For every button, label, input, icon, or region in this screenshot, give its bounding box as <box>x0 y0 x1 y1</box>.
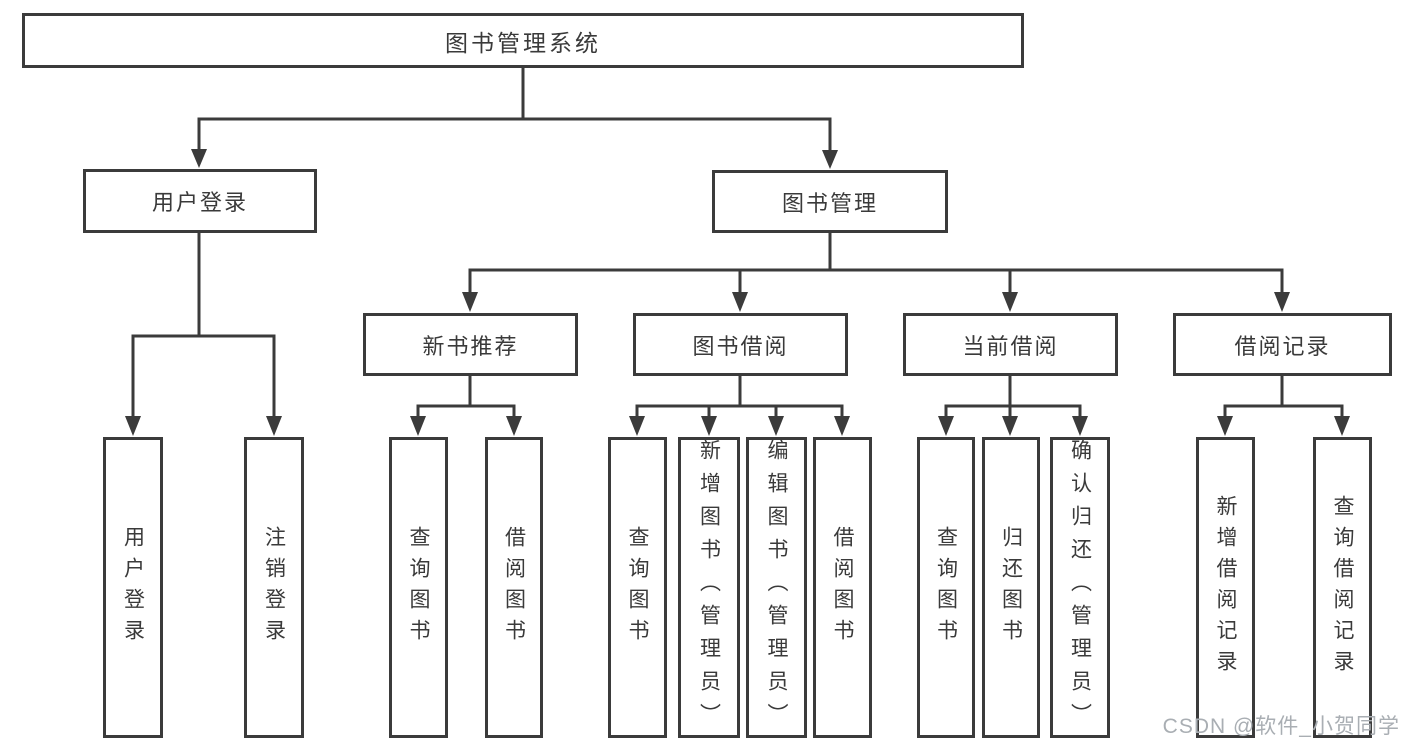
leaf-query-books-3-label: 查询图书 <box>934 525 958 650</box>
leaf-query-books-1-label: 查询图书 <box>407 525 430 650</box>
leaf-logout: 注销登录 <box>244 437 304 738</box>
node-new-book-recommend-label: 新书推荐 <box>422 333 519 359</box>
leaf-query-books-3: 查询图书 <box>917 437 975 738</box>
leaf-return-books: 归还图书 <box>982 437 1040 738</box>
leaf-add-book-admin: 新增图书（管理员） <box>678 437 740 738</box>
node-book-management-label: 图书管理 <box>781 190 878 216</box>
leaf-query-books-2: 查询图书 <box>608 437 667 738</box>
leaf-borrow-books-1-label: 借阅图书 <box>502 525 526 650</box>
node-user-login: 用户登录 <box>83 169 317 233</box>
leaf-confirm-return-admin-label: 确认归还（管理员） <box>1068 439 1092 736</box>
leaf-borrow-books-2-label: 借阅图书 <box>831 525 854 650</box>
leaf-query-borrow-record-label: 查询借阅记录 <box>1331 494 1354 681</box>
leaf-add-book-admin-label: 新增图书（管理员） <box>697 439 721 736</box>
node-borrowing-records: 借阅记录 <box>1173 313 1392 376</box>
leaf-user-login: 用户登录 <box>103 437 163 738</box>
leaf-add-borrow-record-label: 新增借阅记录 <box>1214 494 1237 681</box>
leaf-borrow-books-1: 借阅图书 <box>485 437 543 738</box>
node-current-borrowing: 当前借阅 <box>903 313 1118 376</box>
leaf-query-books-2-label: 查询图书 <box>626 525 649 650</box>
leaf-edit-book-admin: 编辑图书（管理员） <box>746 437 807 738</box>
node-current-borrowing-label: 当前借阅 <box>962 333 1059 359</box>
leaf-query-books-1: 查询图书 <box>389 437 448 738</box>
leaf-edit-book-admin-label: 编辑图书（管理员） <box>765 439 788 736</box>
node-borrowing-records-label: 借阅记录 <box>1234 333 1331 359</box>
leaf-borrow-books-2: 借阅图书 <box>813 437 872 738</box>
leaf-confirm-return-admin: 确认归还（管理员） <box>1050 437 1110 738</box>
leaf-return-books-label: 归还图书 <box>999 525 1023 650</box>
leaf-add-borrow-record: 新增借阅记录 <box>1196 437 1255 738</box>
arrowheads <box>125 149 1350 436</box>
leaf-user-login-label: 用户登录 <box>121 525 145 650</box>
node-book-borrowing-label: 图书借阅 <box>692 333 789 359</box>
node-user-login-label: 用户登录 <box>151 190 248 215</box>
leaf-logout-label: 注销登录 <box>262 525 286 650</box>
node-new-book-recommend: 新书推荐 <box>363 313 578 376</box>
node-book-management: 图书管理 <box>712 170 948 233</box>
node-root-label: 图书管理系统 <box>445 29 601 56</box>
node-book-borrowing: 图书借阅 <box>633 313 848 376</box>
leaf-query-borrow-record: 查询借阅记录 <box>1313 437 1372 738</box>
node-root: 图书管理系统 <box>22 13 1024 68</box>
csdn-watermark: CSDN @软件_小贺同学 <box>1162 715 1400 738</box>
